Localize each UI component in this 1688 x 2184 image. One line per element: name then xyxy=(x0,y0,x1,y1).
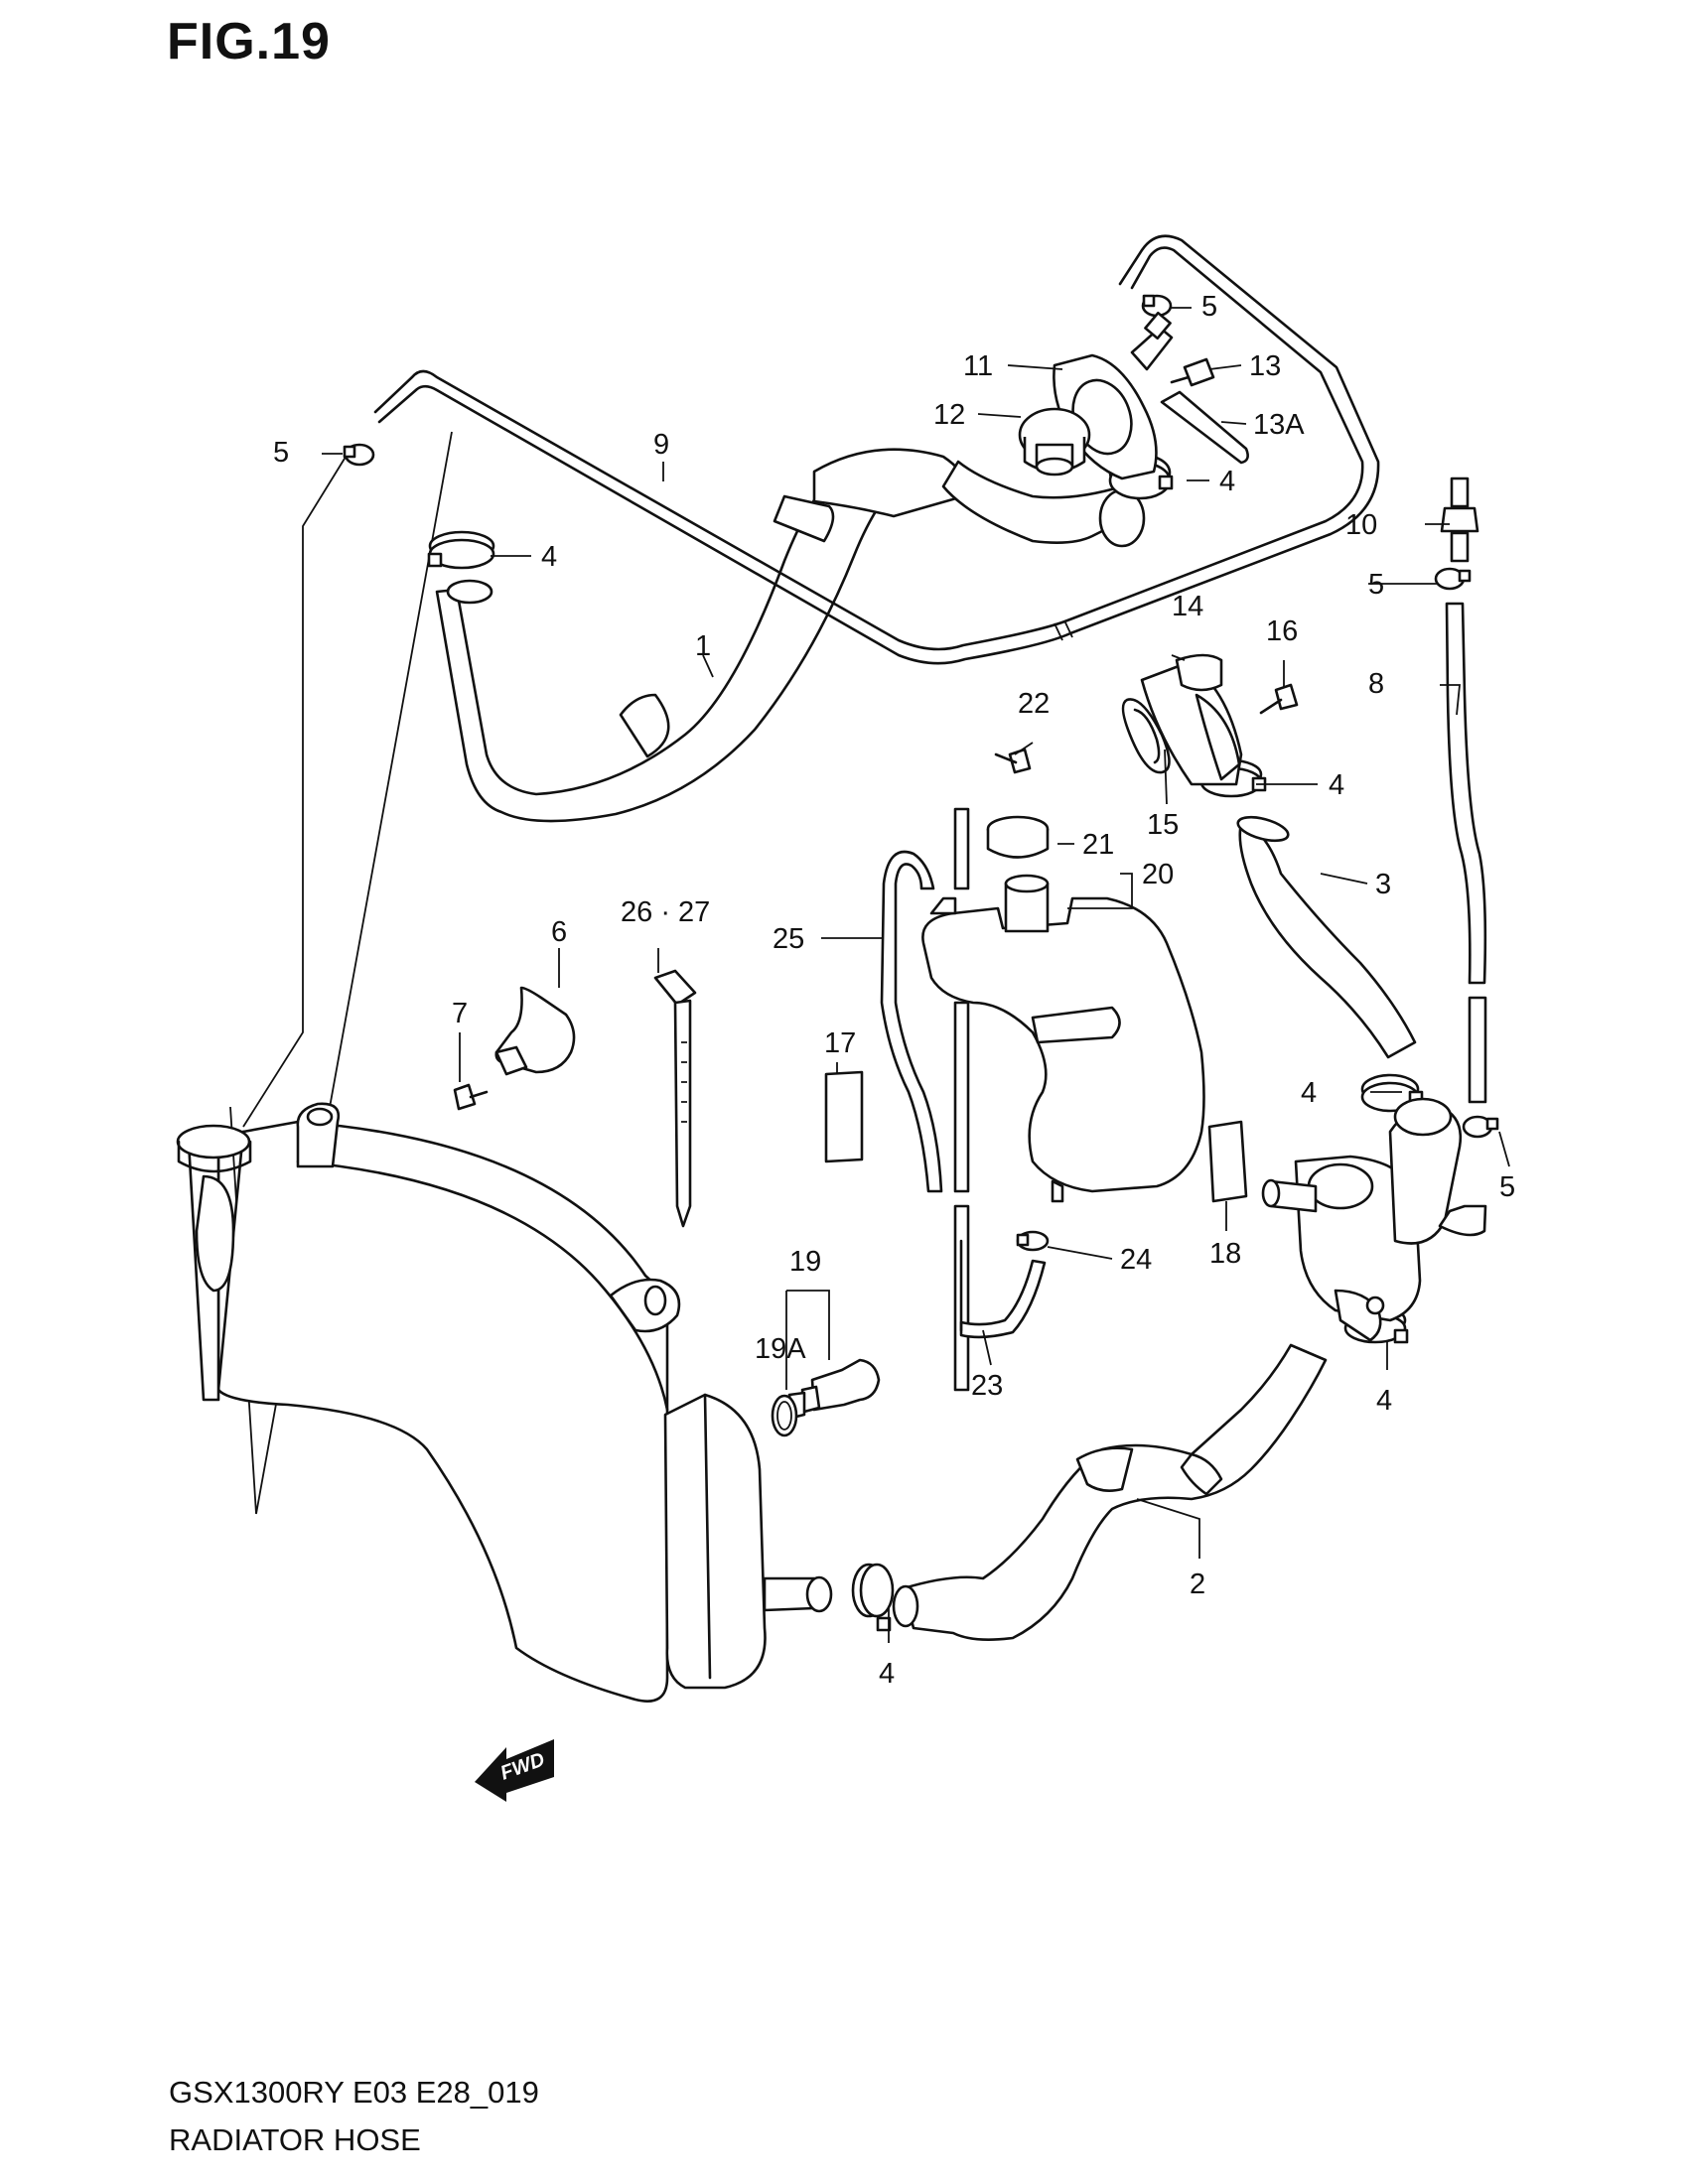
callout-23: 23 xyxy=(971,1370,1003,1402)
section-name: RADIATOR HOSE xyxy=(169,2122,421,2157)
callouts: 1 2 3 4 4 4 4 4 4 5 5 5 5 6 7 8 9 10 11 … xyxy=(273,291,1515,1690)
hose-clamp xyxy=(1360,1073,1424,1113)
hose-clip xyxy=(343,443,375,467)
callout-21: 21 xyxy=(1082,829,1114,861)
callout-4: 4 xyxy=(1376,1385,1392,1417)
callout-4: 4 xyxy=(1301,1077,1317,1109)
fwd-arrow-icon: FWD xyxy=(475,1739,554,1802)
callout-9: 9 xyxy=(653,429,669,461)
bolt-22 xyxy=(994,748,1032,774)
thermostat-case xyxy=(1053,311,1174,480)
radiator-hose-3 xyxy=(1236,815,1417,1059)
callout-18: 18 xyxy=(1209,1238,1241,1270)
callout-12: 12 xyxy=(933,399,965,431)
bolt-16 xyxy=(1259,683,1299,715)
callout-16: 16 xyxy=(1266,615,1298,647)
callout-4: 4 xyxy=(1219,466,1235,497)
reservoir-tank xyxy=(921,874,1205,1203)
callout-7: 7 xyxy=(452,998,468,1029)
seal-17 xyxy=(824,1070,864,1163)
callout-13: 13 xyxy=(1249,350,1281,382)
breather-hose xyxy=(373,234,1380,665)
callout-4: 4 xyxy=(541,541,557,573)
bracket-13a xyxy=(1160,390,1249,465)
o-ring-19a xyxy=(771,1394,798,1437)
callout-20: 20 xyxy=(1142,859,1174,890)
water-pump xyxy=(1261,1097,1487,1342)
callout-5: 5 xyxy=(1201,291,1217,323)
callout-25: 25 xyxy=(773,923,804,955)
thermo-switch-19 xyxy=(787,1358,881,1420)
figure-title: FIG.19 xyxy=(167,13,331,70)
water-hose-8 xyxy=(1445,602,1487,1104)
bracket-6 xyxy=(494,986,576,1076)
radiator-hose-lower xyxy=(892,1343,1328,1641)
callout-17: 17 xyxy=(824,1027,856,1059)
union-10 xyxy=(1440,477,1479,563)
water-inlet-14 xyxy=(1140,653,1243,786)
drain-hose-23 xyxy=(959,1239,1047,1339)
bolt xyxy=(1170,357,1215,387)
leader-lines xyxy=(322,307,1510,1643)
callout-13A: 13A xyxy=(1253,409,1305,441)
callout-3: 3 xyxy=(1375,869,1391,900)
reservoir-cap xyxy=(986,815,1050,859)
callout-19A: 19A xyxy=(755,1333,806,1365)
callout-5: 5 xyxy=(1368,569,1384,601)
callout-5: 5 xyxy=(1499,1171,1515,1203)
callout-5: 5 xyxy=(273,437,289,469)
hose-clip xyxy=(1462,1115,1499,1139)
hose-clip-24 xyxy=(1016,1230,1050,1252)
hose-clamp xyxy=(427,530,495,570)
callout-24: 24 xyxy=(1120,1244,1152,1276)
radiator-hose-upper xyxy=(435,448,1146,823)
radiator xyxy=(176,431,833,1703)
callout-4: 4 xyxy=(879,1658,895,1690)
callout-11: 11 xyxy=(963,350,993,382)
callout-1: 1 xyxy=(695,630,711,662)
callout-10: 10 xyxy=(1345,509,1377,541)
bolt-7 xyxy=(453,1083,489,1111)
callout-26-27: 26 · 27 xyxy=(621,896,710,928)
hose-clip xyxy=(1434,567,1472,591)
callout-19: 19 xyxy=(789,1246,821,1278)
thermostat xyxy=(1018,407,1091,477)
model-code: GSX1300RY E03 E28_019 xyxy=(169,2075,539,2110)
callout-8: 8 xyxy=(1368,668,1384,700)
callout-2: 2 xyxy=(1190,1569,1205,1600)
overflow-hose-25 xyxy=(880,807,970,1392)
callout-14: 14 xyxy=(1172,591,1203,622)
callout-6: 6 xyxy=(551,916,567,948)
cable-tie-26-27 xyxy=(653,969,697,1228)
hose-clamp xyxy=(851,1563,895,1632)
seal-18 xyxy=(1207,1120,1248,1203)
o-ring-15 xyxy=(1121,698,1171,774)
callout-4: 4 xyxy=(1329,769,1344,801)
callout-15: 15 xyxy=(1147,809,1179,841)
callout-22: 22 xyxy=(1018,688,1050,720)
